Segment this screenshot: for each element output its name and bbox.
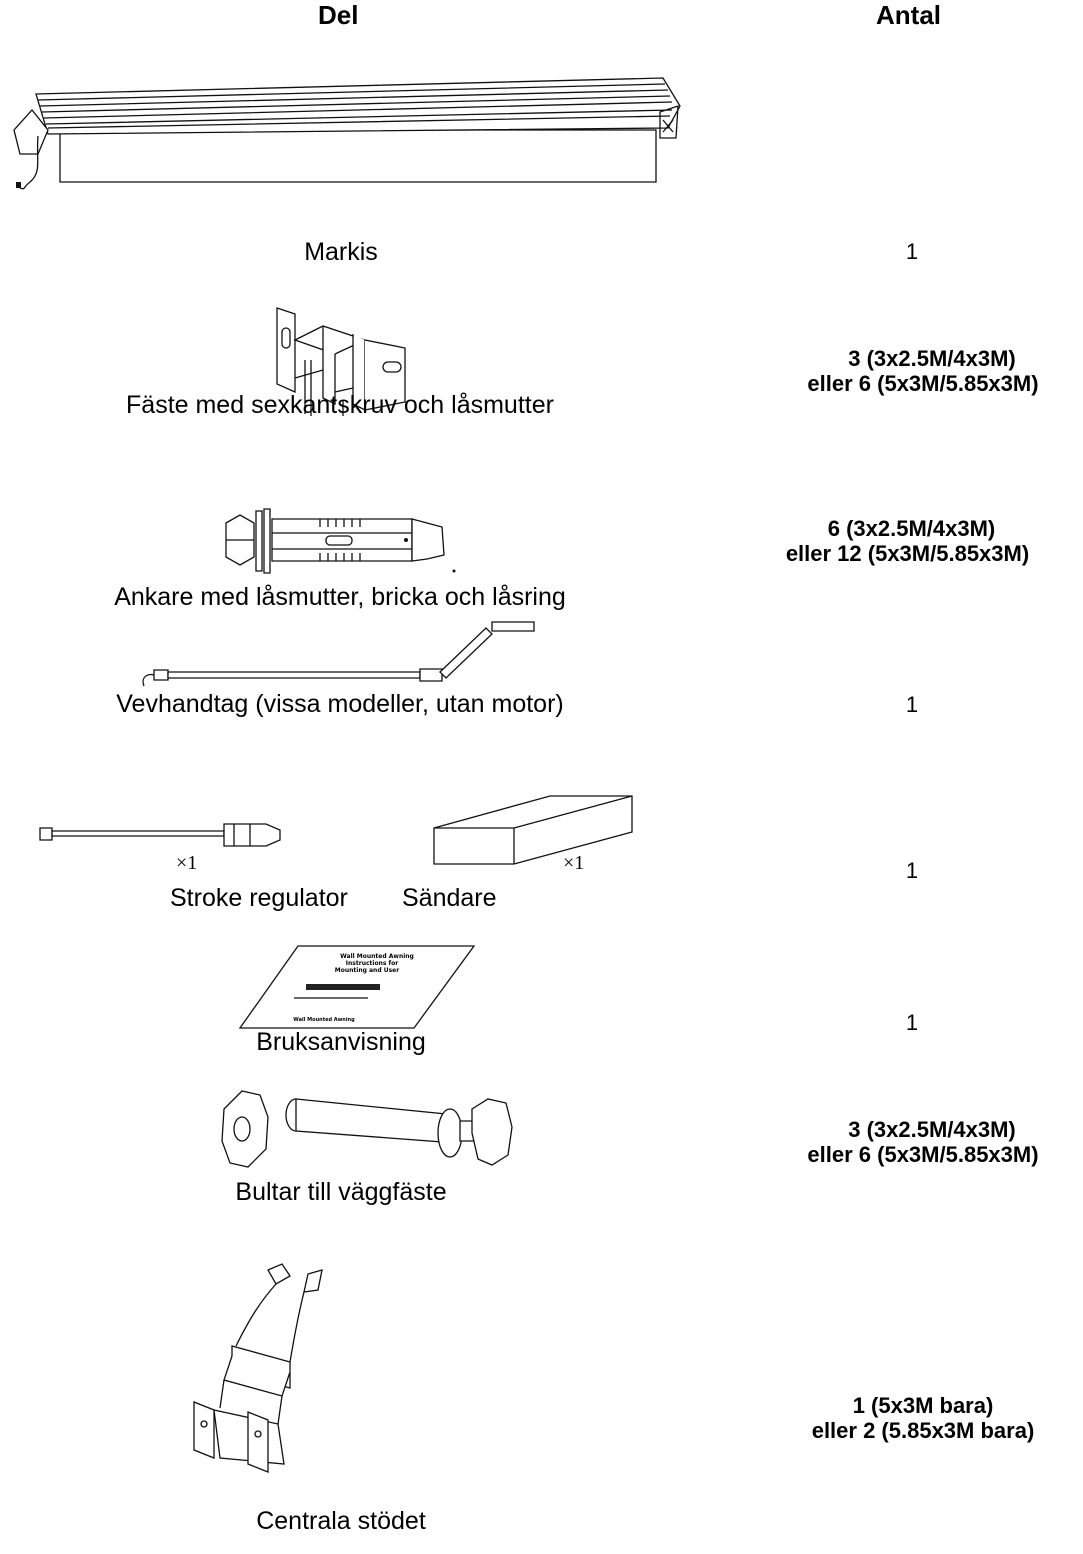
item-qty-anchor: 6 (3x2.5M/4x3M) eller 12 (5x3M/5.85x3M) (732, 516, 1083, 566)
item-qty-crank: 1 (812, 692, 1012, 717)
item-qty-bolts: 3 (3x2.5M/4x3M) eller 6 (5x3M/5.85x3M) (763, 1117, 1083, 1167)
item-label-anchor: Ankare med låsmutter, bricka och låsring (114, 583, 566, 611)
booklet-subtitle: Instructions for (346, 960, 398, 967)
wall-bracket-icon (265, 300, 415, 420)
qty-line: 1 (905, 239, 919, 264)
column-header-part: Del (318, 0, 359, 30)
qty-line: eller 2 (5.85x3M bara) (811, 1418, 1035, 1443)
crank-handle-icon (140, 620, 540, 690)
item-qty-bracket: 3 (3x2.5M/4x3M) eller 6 (5x3M/5.85x3M) (763, 346, 1083, 396)
item-qty-center-support: 1 (5x3M bara) eller 2 (5.85x3M bara) (763, 1393, 1083, 1443)
qty-line: 6 (3x2.5M/4x3M) (827, 516, 996, 541)
awning-icon (8, 70, 678, 205)
qty-line: 1 (905, 692, 919, 717)
qty-line: eller 12 (5x3M/5.85x3M) (785, 541, 1030, 566)
booklet-footer: Wall Mounted Awning (293, 1017, 355, 1023)
center-support-icon (190, 1262, 324, 1482)
qty-line: 1 (905, 1010, 919, 1035)
item-qty-awning: 1 (812, 239, 1012, 264)
item-label-center-support: Centrala stödet (256, 1507, 426, 1535)
qty-line: 3 (3x2.5M/4x3M) (848, 1117, 1016, 1142)
anchor-bolt-icon (222, 505, 456, 575)
manual-booklet-icon: Wall Mounted Awning Instructions for Mou… (238, 944, 476, 1030)
item-qty-manual: 1 (812, 1010, 1012, 1035)
stroke-regulator-icon (36, 822, 286, 852)
item-label-transmitter: Sändare (402, 884, 497, 912)
item-label-stroke-regulator: Stroke regulator (170, 884, 348, 912)
qty-line: 1 (5x3M bara) (852, 1393, 994, 1418)
qty-line: 1 (905, 858, 919, 883)
booklet-subtitle: Mounting and User (335, 967, 399, 974)
transmitter-box-icon (430, 792, 640, 874)
item-label-bolts: Bultar till väggfäste (235, 1178, 447, 1206)
item-label-awning: Markis (304, 238, 378, 266)
item-label-bracket: Fäste med sexkantskruv och låsmutter (126, 391, 554, 419)
qty-line: eller 6 (5x3M/5.85x3M) (807, 1142, 1039, 1167)
multiplier-label: ×1 (176, 852, 198, 874)
item-qty-stroke-regulator: 1 (812, 858, 1012, 883)
qty-line: 3 (3x2.5M/4x3M) (848, 346, 1016, 371)
bolt-nut-icon (216, 1085, 512, 1175)
column-header-quantity: Antal (876, 0, 941, 30)
item-label-manual: Bruksanvisning (256, 1028, 426, 1056)
item-label-crank: Vevhandtag (vissa modeller, utan motor) (116, 690, 564, 718)
qty-line: eller 6 (5x3M/5.85x3M) (807, 371, 1039, 396)
multiplier-label: ×1 (563, 852, 585, 874)
booklet-title: Wall Mounted Awning (340, 953, 414, 960)
